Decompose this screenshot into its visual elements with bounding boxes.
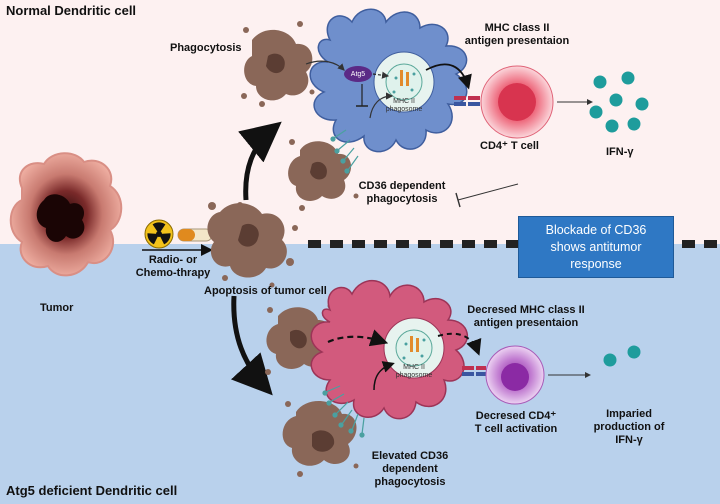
presentation-arrow-bottom	[437, 332, 482, 356]
decreased-cd4-label: Decresed CD4⁺ T cell activation	[460, 410, 572, 436]
arrow-to-deficient-dc	[230, 295, 273, 396]
therapy-label: Radio- or Chemo-thrapy	[130, 254, 216, 280]
mhc-presentation-line1: MHC class II	[484, 22, 550, 34]
cd36-receptors-top	[330, 129, 359, 174]
decreased-cd4-line2: T cell activation	[474, 423, 558, 435]
cd36-phagocytosis-label: CD36 dependent phagocytosis	[342, 180, 462, 206]
atg5-deficient-dendritic-cell	[310, 279, 486, 438]
mhc-tcr-complex-top	[454, 96, 480, 106]
radiation-icon	[144, 219, 174, 249]
impaired-ifn-label: Imparied production of IFN-γ	[586, 408, 672, 447]
blockade-cd36-box: Blockade of CD36 shows antitumor respons…	[518, 216, 674, 278]
phagosome-bottom-line2: phagosome	[395, 372, 433, 379]
blockade-line1: Blockade of CD36	[545, 222, 647, 237]
tumor-debris-cd36	[288, 139, 359, 211]
tumor-label: Tumor	[40, 302, 74, 314]
reduced-phagocytosis-arrow	[327, 329, 389, 347]
elevated-line2: dependent	[382, 463, 438, 475]
phagosome-label-bottom: MHC II phagosome	[394, 364, 434, 380]
phagosome-label-top: MHC II phagosome	[384, 98, 424, 114]
phagosome-top-line1: MHC II	[393, 98, 415, 105]
arrow-to-normal-dc	[238, 121, 282, 201]
therapy-line1: Radio- or	[148, 254, 198, 266]
cd4-t-cell-label: CD4⁺ T cell	[480, 140, 539, 152]
phagosome-bottom-line1: MHC II	[403, 364, 425, 371]
mhc-presentation-line2: antigen presentaion	[464, 35, 570, 47]
blockade-line3: response	[570, 256, 622, 271]
elevated-line1: Elevated CD36	[371, 450, 449, 462]
presentation-arrow-top	[425, 63, 472, 90]
elevated-line3: phagocytosis	[374, 476, 446, 488]
blockade-line2: shows antitumor	[550, 239, 642, 254]
weak-cd4-t-cell	[485, 345, 545, 405]
normal-dc-title: Normal Dendritic cell	[6, 3, 137, 18]
phagocytosis-inner-arrow	[305, 60, 345, 71]
atg5-to-phagosome-arrow	[372, 71, 390, 79]
phagosome-exit-arrow	[369, 92, 394, 119]
ifn-gamma-molecules-reduced	[603, 345, 641, 367]
mhc-presentation-label: MHC class II antigen presentaion	[452, 22, 582, 48]
blockade-inhibition-bar	[455, 192, 461, 208]
cd36-receptors-bottom	[322, 385, 365, 438]
mhc-tcr-complex-bottom	[462, 366, 486, 376]
decreased-mhc-line1: Decresed MHC class II	[467, 304, 585, 316]
decreased-cd4-line1: Decresed CD4⁺	[475, 410, 557, 422]
cd36-line2: phagocytosis	[366, 193, 438, 205]
impaired-line3: IFN-γ	[615, 434, 643, 446]
atg5-label: Atg5	[350, 71, 366, 78]
ifn-gamma-molecules	[589, 71, 649, 133]
cd4-t-cell	[480, 65, 554, 139]
decreased-mhc-label: Decresed MHC class II antigen presentaio…	[446, 304, 606, 330]
normal-dendritic-cell	[305, 8, 480, 174]
phagosome-top-line2: phagosome	[385, 106, 423, 113]
tumor-debris-elevated	[282, 395, 359, 477]
impaired-line1: Imparied	[606, 408, 652, 420]
impaired-line2: production of	[593, 421, 665, 433]
apoptotic-tumor-cell	[207, 202, 298, 288]
tumor-mass	[9, 152, 123, 277]
blockade-inhibition-line	[457, 183, 519, 201]
ifn-gamma-label: IFN-γ	[606, 146, 634, 158]
atg5-protein	[344, 66, 372, 82]
phagosome-bottom	[395, 329, 433, 367]
tumor-debris-bottom	[265, 303, 333, 375]
therapy-line2: Chemo-thrapy	[135, 267, 211, 279]
apoptosis-label: Apoptosis of tumor cell	[204, 285, 327, 297]
decreased-mhc-line2: antigen presentaion	[473, 317, 579, 329]
drug-pill-icon	[177, 228, 213, 242]
atg5-deficient-title: Atg5 deficient Dendritic cell	[6, 483, 178, 498]
tumor-debris-top	[241, 21, 315, 107]
phagocytosis-label: Phagocytosis	[170, 42, 242, 54]
phagosome-top	[385, 63, 423, 101]
cd36-line1: CD36 dependent	[358, 180, 446, 192]
elevated-cd36-label: Elevated CD36 dependent phagocytosis	[350, 450, 470, 489]
phagosome-exit-arrow-bottom	[373, 361, 395, 391]
